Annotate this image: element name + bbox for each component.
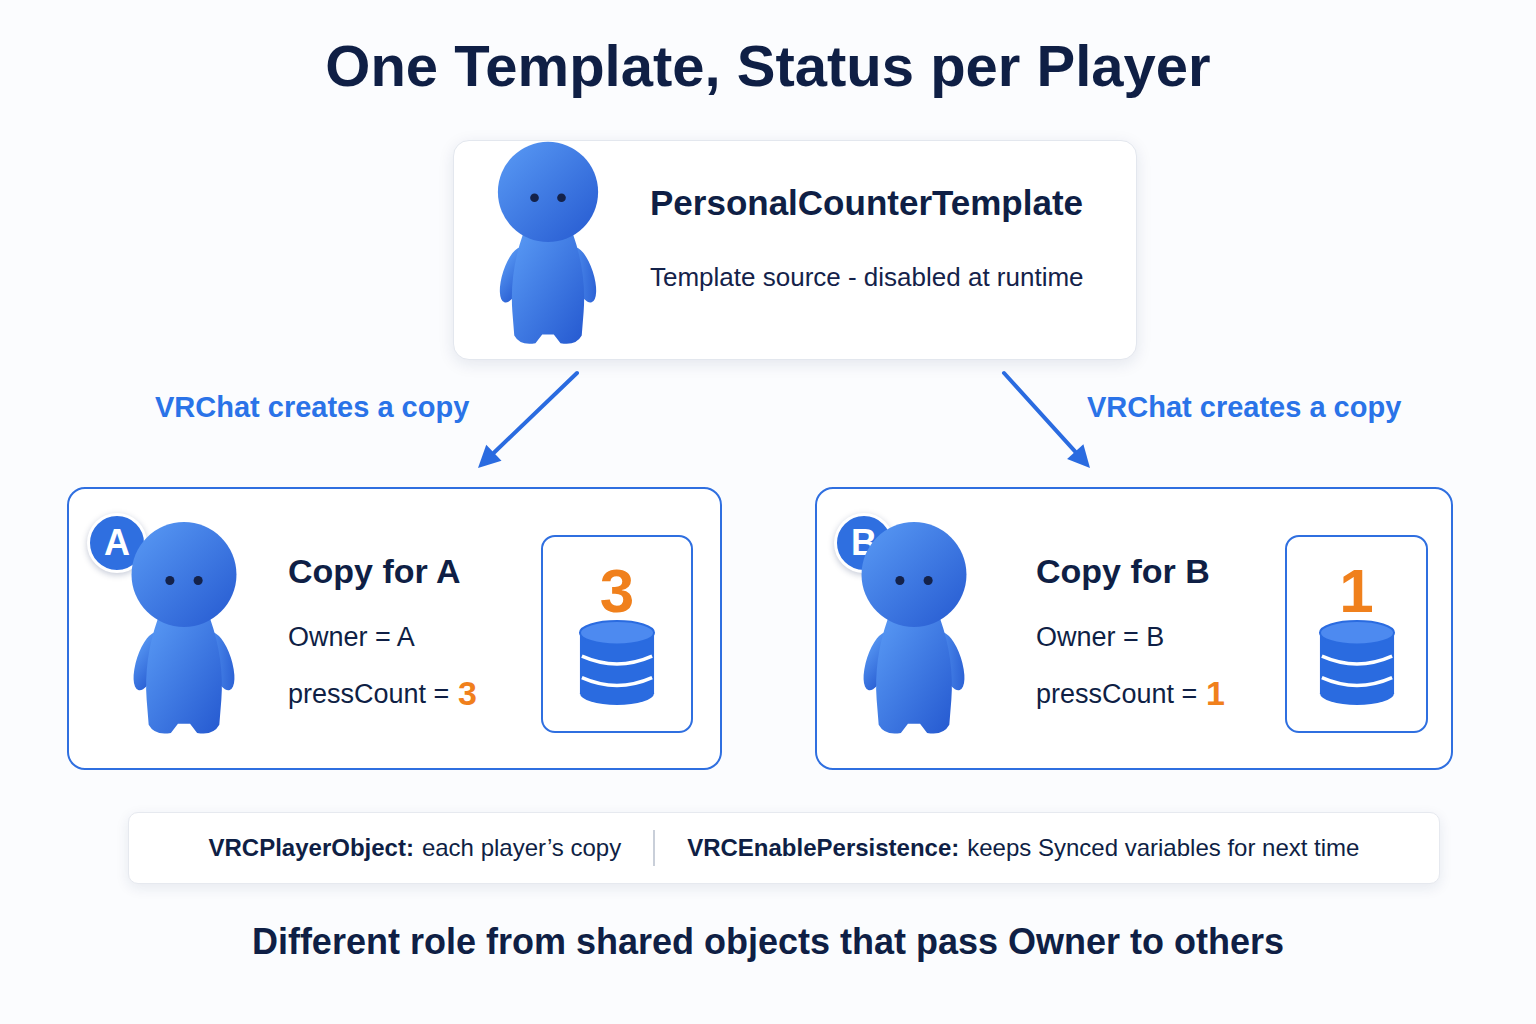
template-box: PersonalCounterTemplateTemplate source -… <box>453 140 1137 360</box>
database-icon <box>580 621 654 705</box>
template-figure <box>494 142 601 344</box>
badge-letter: A <box>104 522 130 563</box>
count-value: 3 <box>458 674 477 713</box>
arrow-head <box>1067 444 1090 468</box>
player-badge: B <box>834 513 894 573</box>
diagram-title: One Template, Status per Player <box>0 33 1536 100</box>
copy-heading: Copy for B <box>1036 552 1210 591</box>
count-label: pressCount = <box>1036 679 1197 710</box>
count-number: 1 <box>1287 555 1426 626</box>
edge-label: VRChat creates a copy <box>1087 391 1401 424</box>
connector-line <box>494 373 577 453</box>
player-copy-box: Copy for A Owner = A pressCount = 3 A 3 <box>67 487 722 770</box>
counter-box: 1 <box>1285 535 1428 733</box>
template-note: Template source - disabled at runtime <box>650 263 1084 293</box>
count-value: 1 <box>1206 674 1225 713</box>
count-number: 3 <box>543 555 691 626</box>
component-name: VRCEnablePersistence: <box>687 834 959 862</box>
count-label: pressCount = <box>288 679 449 710</box>
badge-letter: B <box>851 522 877 563</box>
template-name: PersonalCounterTemplate <box>650 183 1083 223</box>
component-note: keeps Synced variables for next time <box>967 834 1359 862</box>
component-name: VRCPlayerObject: <box>209 834 414 862</box>
player-copy-box: Copy for B Owner = B pressCount = 1 B 1 <box>815 487 1453 770</box>
edge-label: VRChat creates a copy <box>155 391 469 424</box>
owner-text: Owner = A <box>288 622 415 653</box>
player-figure <box>858 522 970 734</box>
diagram-caption: Different role from shared objects that … <box>0 921 1536 962</box>
connector-arrow <box>478 373 577 468</box>
component-note: each player’s copy <box>422 834 621 862</box>
counter-box: 3 <box>541 535 693 733</box>
connector-arrow <box>1004 373 1090 468</box>
copy-heading: Copy for A <box>288 552 461 591</box>
owner-text: Owner = B <box>1036 622 1164 653</box>
info-band: VRCPlayerObject: each player’s copy VRCEna… <box>128 812 1440 884</box>
arrow-head <box>478 445 501 468</box>
player-figure <box>128 522 240 734</box>
connector-line <box>1004 373 1075 452</box>
band-divider <box>653 830 655 866</box>
player-badge: A <box>87 513 147 573</box>
database-icon <box>1320 621 1394 705</box>
